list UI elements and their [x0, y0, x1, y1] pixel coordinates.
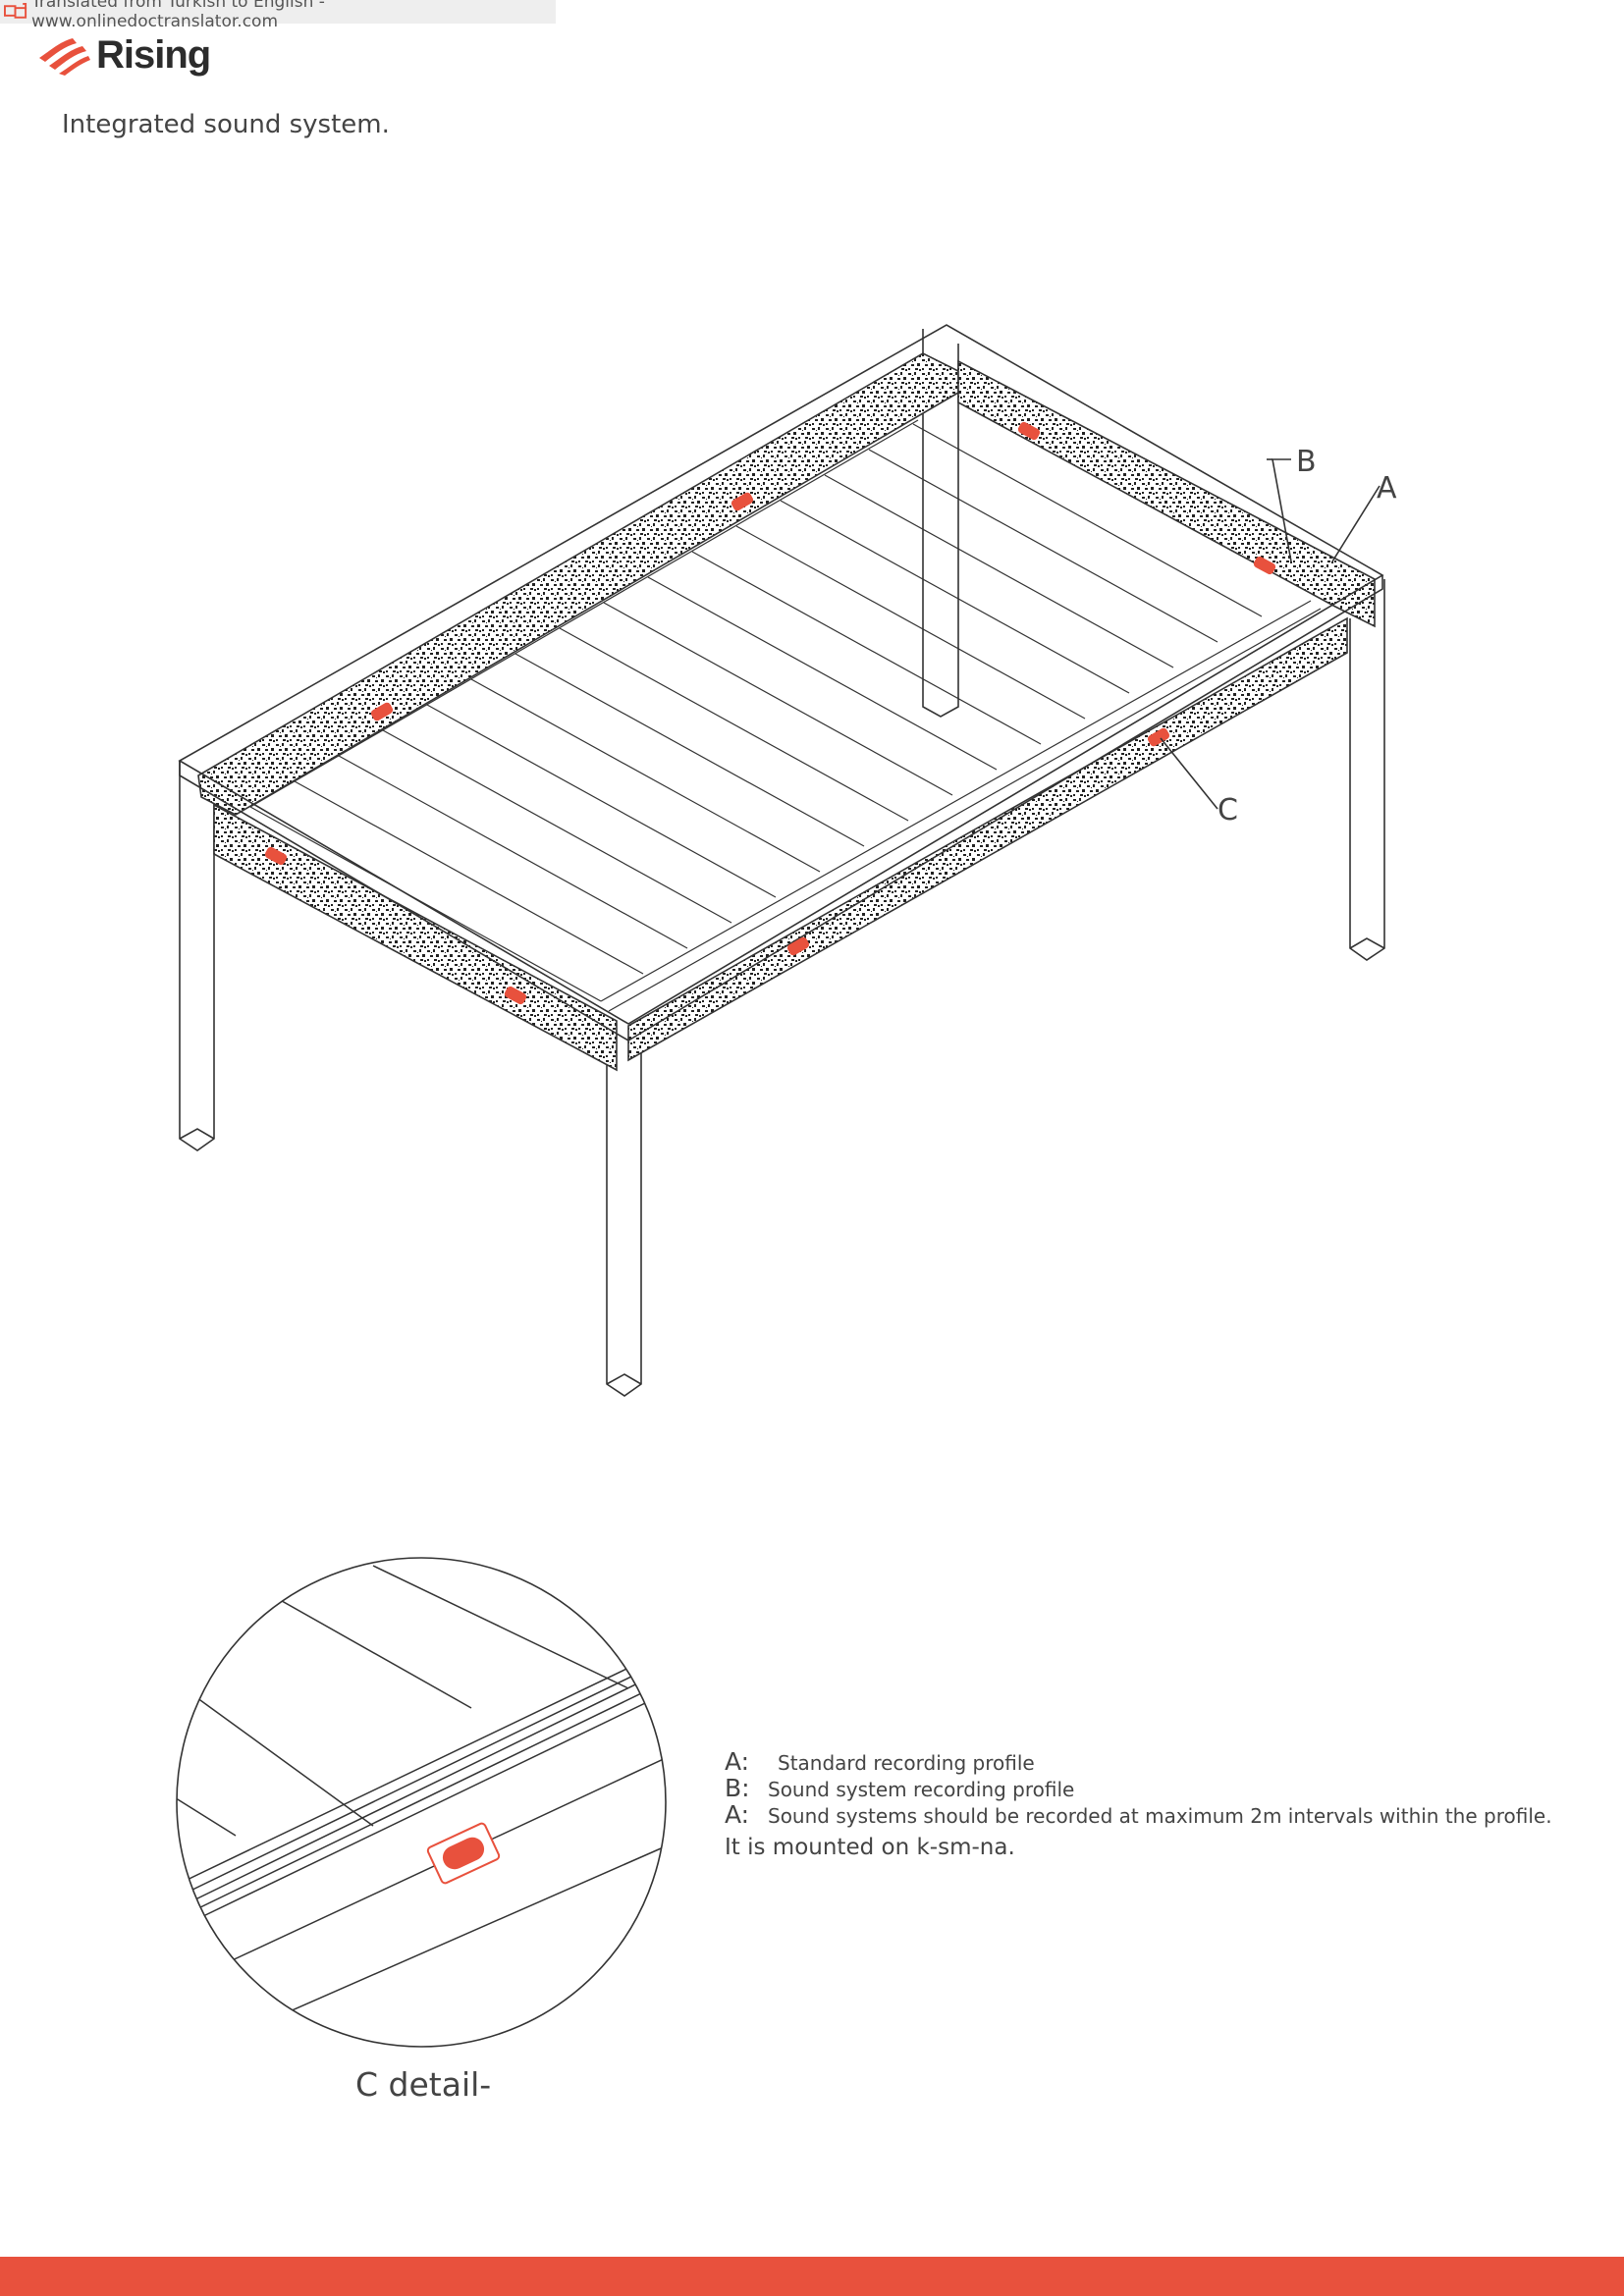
rising-wave-logo — [39, 37, 90, 76]
speakers — [264, 421, 1276, 1005]
legend-text: Sound system recording profile — [768, 1778, 1075, 1801]
logo-text: Rising — [96, 33, 211, 77]
legend-item: A: Standard recording profile — [725, 1749, 1552, 1776]
detail-circle — [176, 1557, 667, 2048]
legend-key: B: — [725, 1774, 750, 1802]
speaker-marker — [504, 986, 527, 1005]
post-back — [922, 329, 959, 718]
detail-caption: C detail- — [355, 2065, 492, 2104]
post-front — [606, 1031, 642, 1397]
legend-text: Sound systems should be recorded at maxi… — [768, 1804, 1552, 1828]
label-b: B — [1296, 445, 1317, 479]
speaker-detail-icon — [426, 1822, 501, 1885]
beam-front-right — [627, 616, 1348, 1062]
speaker-marker — [731, 492, 754, 511]
speaker-marker — [370, 702, 394, 721]
post-left — [179, 761, 215, 1151]
slats — [249, 419, 1322, 1012]
label-c: C — [1218, 793, 1238, 828]
speaker-marker — [786, 936, 810, 956]
legend-item: B: Sound system recording profile — [725, 1776, 1552, 1802]
translation-banner[interactable]: Translated from Turkish to English - www… — [0, 0, 556, 31]
translate-icon — [4, 3, 27, 19]
logo: Rising — [37, 33, 211, 78]
legend: A: Standard recording profile B: Sound sys… — [725, 1749, 1552, 1861]
banner-text: Translated from Turkish to English - www… — [31, 0, 325, 31]
legend-key: A: — [725, 1747, 750, 1776]
speaker-marker — [264, 846, 288, 866]
legend-note: It is mounted on k-sm-na. — [725, 1835, 1015, 1860]
speaker-marker — [1017, 421, 1041, 441]
label-a: A — [1377, 471, 1397, 506]
legend-text: Standard recording profile — [778, 1751, 1035, 1775]
beam-back-left — [197, 352, 959, 816]
footer-bar — [0, 2257, 1624, 2296]
legend-item: A: Sound systems should be recorded at ma… — [725, 1802, 1552, 1829]
page-heading: Integrated sound system. — [62, 110, 390, 139]
speaker-marker — [1253, 556, 1276, 575]
post-right — [1349, 579, 1385, 961]
speaker-marker — [1147, 727, 1170, 747]
beam-back-right — [957, 359, 1376, 628]
beam-front-left — [213, 803, 618, 1072]
legend-key: A: — [725, 1800, 750, 1829]
